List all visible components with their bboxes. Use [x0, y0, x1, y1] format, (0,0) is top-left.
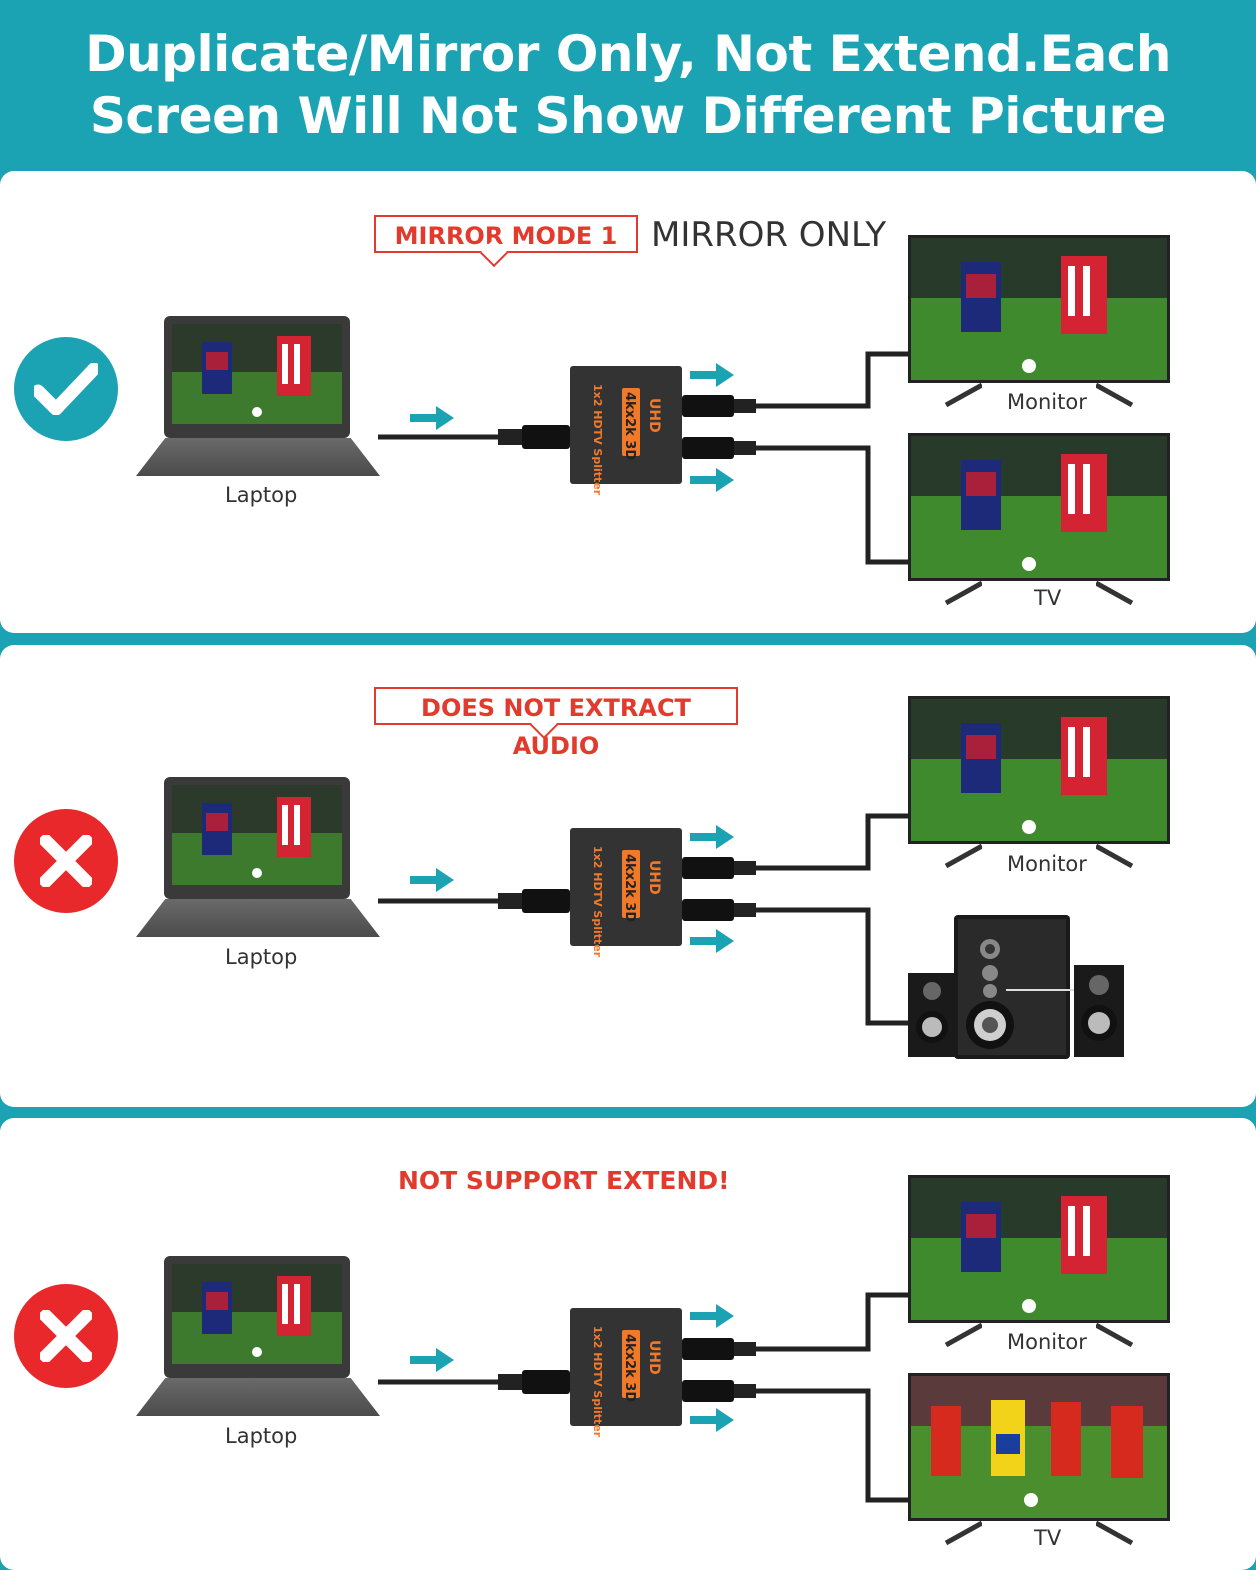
- splitter-brand: 1x2 HDTV Splitter: [591, 846, 604, 958]
- arrow-icon: [410, 406, 454, 430]
- cable-diagram: [378, 1292, 910, 1503]
- splitter-uhd: UHD: [646, 398, 662, 433]
- callout-text: DOES NOT EXTRACT AUDIO: [421, 694, 691, 760]
- callout-text: MIRROR MODE 1: [394, 222, 618, 250]
- splitter-spec: 4kx2k 3D: [622, 392, 637, 461]
- splitter-uhd: UHD: [646, 1340, 662, 1375]
- speaker-system-image: [908, 915, 1124, 1059]
- hdmi-splitter: 1x2 HDTV Splitter 4kx2k 3D UHD: [570, 1308, 682, 1437]
- arrow-icon: [690, 468, 734, 492]
- output1-label: Monitor: [1007, 1330, 1087, 1354]
- arrow-icon: [690, 825, 734, 849]
- splitter-spec: 4kx2k 3D: [622, 1334, 637, 1403]
- arrow-icon: [690, 929, 734, 953]
- hdmi-splitter: 1x2 HDTV Splitter 4kx2k 3D UHD: [570, 366, 682, 495]
- output2-label: TV: [1034, 586, 1062, 610]
- splitter-brand: 1x2 HDTV Splitter: [591, 1326, 604, 1438]
- output1-label: Monitor: [1007, 390, 1087, 414]
- panel-mirror-mode: MIRROR MODE 1 MIRROR ONLY Laptop 1x2 HDT…: [0, 171, 1256, 633]
- laptop-image: [136, 1256, 380, 1418]
- arrow-icon: [410, 1348, 454, 1372]
- splitter-uhd: UHD: [646, 860, 662, 895]
- checkmark-icon: [14, 337, 118, 441]
- cable-diagram: [378, 351, 910, 565]
- source-label: Laptop: [225, 483, 298, 507]
- arrow-icon: [410, 868, 454, 892]
- source-label: Laptop: [225, 1424, 298, 1448]
- laptop-image: [136, 316, 380, 478]
- page-header: Duplicate/Mirror Only, Not Extend.Each S…: [0, 0, 1256, 170]
- arrow-icon: [690, 363, 734, 387]
- output2-label: TV: [1034, 1526, 1062, 1550]
- splitter-brand: 1x2 HDTV Splitter: [591, 384, 604, 496]
- hdmi-splitter: 1x2 HDTV Splitter 4kx2k 3D UHD: [570, 828, 682, 957]
- no-extend-callout: NOT SUPPORT EXTEND!: [398, 1166, 730, 1195]
- laptop-image: [136, 777, 380, 939]
- x-mark-icon: [14, 1284, 118, 1388]
- cable-diagram: [378, 813, 910, 1026]
- splitter-spec: 4kx2k 3D: [622, 854, 637, 923]
- mirror-only-label: MIRROR ONLY: [651, 215, 887, 255]
- arrow-icon: [690, 1304, 734, 1328]
- panel-no-audio: DOES NOT EXTRACT AUDIO Laptop 1x2 HDTV S…: [0, 645, 1256, 1107]
- panel-no-extend: NOT SUPPORT EXTEND! Laptop 1x2 HDTV Spli…: [0, 1118, 1256, 1570]
- header-line-1: Duplicate/Mirror Only, Not Extend.Each: [85, 25, 1171, 83]
- source-label: Laptop: [225, 945, 298, 969]
- output1-label: Monitor: [1007, 852, 1087, 876]
- mirror-mode-callout: MIRROR MODE 1: [374, 215, 638, 268]
- header-line-2: Screen Will Not Show Different Picture: [89, 87, 1167, 145]
- arrow-icon: [690, 1408, 734, 1432]
- no-audio-callout: DOES NOT EXTRACT AUDIO: [374, 687, 738, 760]
- x-mark-icon: [14, 809, 118, 913]
